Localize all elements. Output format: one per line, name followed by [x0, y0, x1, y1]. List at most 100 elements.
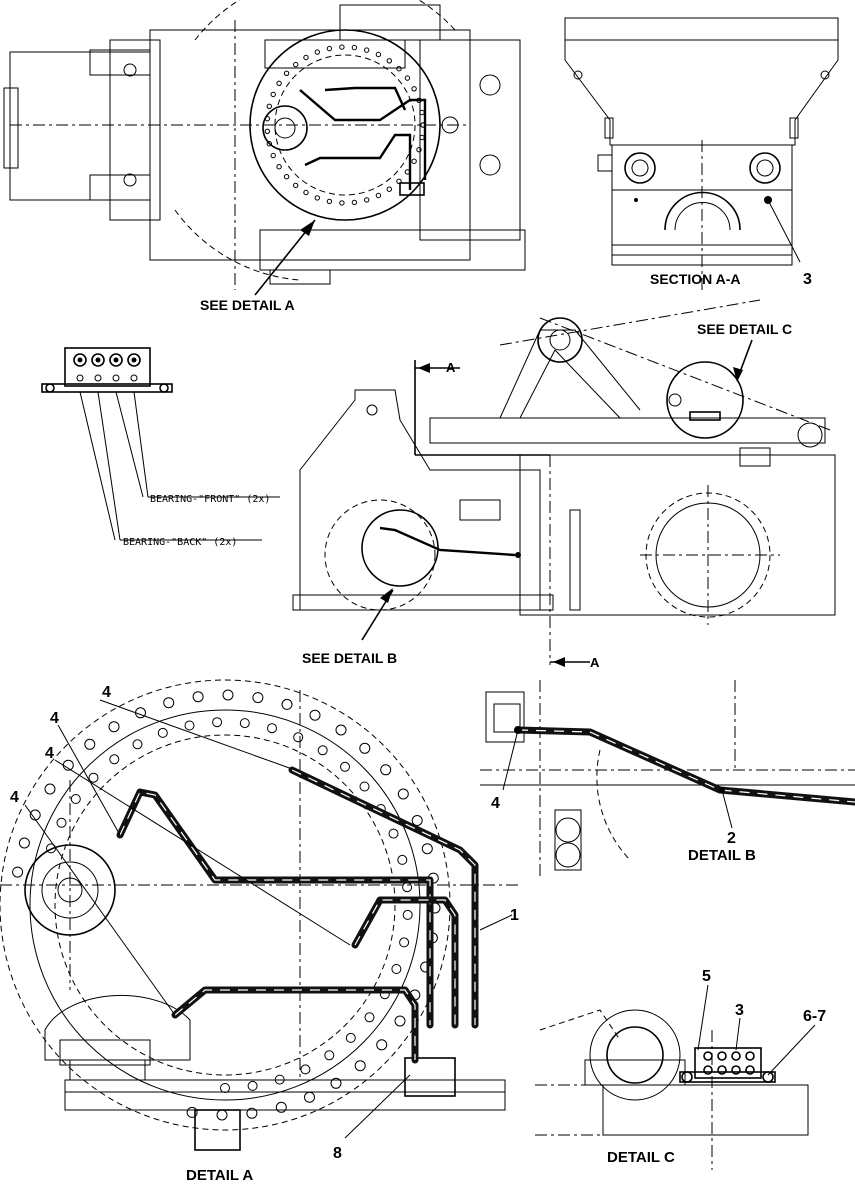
bolt-hole — [354, 1060, 366, 1072]
bolt-hole — [397, 788, 409, 800]
bolt-hole — [326, 45, 333, 52]
callout-4-a2: 4 — [50, 710, 59, 727]
bolt-hole — [247, 1080, 258, 1091]
bolt-hole — [421, 843, 433, 855]
bolt-hole — [70, 794, 81, 804]
bolt-hole — [220, 1083, 230, 1093]
see-detail-a-pointer — [254, 219, 316, 296]
detail-b-view — [480, 680, 855, 880]
bolt-hole — [293, 732, 304, 743]
detail-b-label: DETAIL B — [688, 847, 756, 864]
bolt-hole — [380, 764, 392, 776]
bolt-hole — [216, 1109, 228, 1121]
bolt-hole — [309, 709, 321, 721]
bolt-hole — [402, 882, 413, 893]
bolt-hole — [252, 692, 264, 704]
bolt-hole — [396, 66, 402, 72]
bolt-hole — [276, 80, 282, 87]
bolt-hole — [304, 1091, 315, 1103]
bolt-hole — [283, 174, 290, 180]
bolt-hole — [326, 198, 333, 205]
detail-a-view — [0, 679, 520, 1151]
bolt-hole — [56, 817, 67, 828]
callout-1-a: 1 — [510, 907, 519, 924]
callout-6-7-c: 6-7 — [803, 1008, 826, 1025]
bolt-hole — [293, 182, 299, 189]
bolt-hole — [419, 109, 425, 116]
bolt-hole — [375, 51, 382, 58]
bolt-hole — [303, 189, 309, 196]
callout-4-a3: 4 — [45, 745, 54, 762]
bolt-hole — [157, 727, 168, 738]
bolt-hole — [375, 192, 382, 199]
bolt-hole — [411, 158, 417, 164]
bolt-hole — [402, 909, 413, 920]
bolt-hole — [274, 1074, 285, 1085]
callout-4-a1: 4 — [102, 684, 111, 701]
bolt-hole — [266, 141, 272, 147]
bolt-hole — [419, 134, 425, 141]
bolt-hole — [44, 783, 56, 795]
callout-3-c: 3 — [735, 1002, 744, 1019]
bolt-hole — [12, 866, 24, 878]
bolt-hole — [364, 197, 370, 203]
detail-c-label: DETAIL C — [607, 1149, 675, 1166]
bolt-hole — [416, 147, 422, 153]
bolt-hole — [399, 937, 410, 948]
bolt-hole — [246, 1107, 258, 1119]
bolt-hole — [404, 169, 411, 175]
bolt-hole — [18, 837, 30, 849]
bolt-hole — [266, 103, 272, 110]
bolt-hole — [212, 717, 223, 728]
bolt-hole — [359, 742, 371, 754]
bolt-hole — [293, 61, 299, 68]
side-view — [292, 299, 836, 667]
bolt-hole — [386, 186, 392, 192]
bolt-hole — [330, 1077, 342, 1089]
bolt-hole — [163, 697, 175, 709]
bolt-hole — [339, 44, 345, 50]
bolt-hole — [359, 781, 370, 792]
section-aa-label: SECTION A-A — [650, 271, 740, 287]
bolt-hole — [396, 178, 402, 185]
see-detail-a-label: SEE DETAIL A — [200, 297, 295, 313]
bolt-hole — [270, 152, 276, 159]
bolt-hole — [264, 128, 270, 135]
bolt-hole — [394, 1015, 406, 1027]
bolt-hole — [270, 91, 276, 98]
section-aa-view — [564, 17, 839, 290]
bolt-hole — [416, 97, 422, 104]
bolt-hole — [386, 58, 392, 64]
bolt-hole — [351, 199, 358, 206]
bolt-hole — [276, 164, 282, 170]
callout-3-section: 3 — [803, 271, 812, 288]
bolt-hole — [339, 200, 345, 206]
bolt-hole — [314, 195, 320, 201]
detail-c-view — [535, 984, 816, 1170]
bolt-hole — [364, 47, 370, 53]
see-detail-b-label: SEE DETAIL B — [302, 650, 397, 666]
bolt-hole — [397, 854, 408, 865]
callout-2-b: 2 — [727, 830, 736, 847]
bolt-hole — [108, 721, 120, 733]
bolt-hole — [192, 691, 204, 703]
plan-view — [3, 0, 526, 290]
callout-5-c: 5 — [702, 968, 711, 985]
bolt-hole — [132, 739, 143, 750]
bolt-hole — [411, 815, 423, 826]
callout-8-a: 8 — [333, 1145, 342, 1162]
bolt-hole — [324, 1050, 335, 1061]
note-bearing-front: BEARING-"FRONT" (2x) — [150, 494, 270, 505]
bolt-hole — [184, 720, 195, 731]
manifold-block — [41, 347, 280, 541]
callout-4-b: 4 — [491, 795, 500, 812]
bolt-hole — [351, 44, 358, 51]
section-mark-bottom: A — [590, 655, 600, 670]
bolt-hole — [84, 738, 96, 750]
see-detail-b-pointer — [361, 588, 394, 641]
bolt-hole — [364, 1012, 375, 1023]
bolt-hole — [391, 964, 402, 974]
section-mark-top: A — [446, 360, 456, 375]
bolt-hole — [267, 723, 277, 734]
